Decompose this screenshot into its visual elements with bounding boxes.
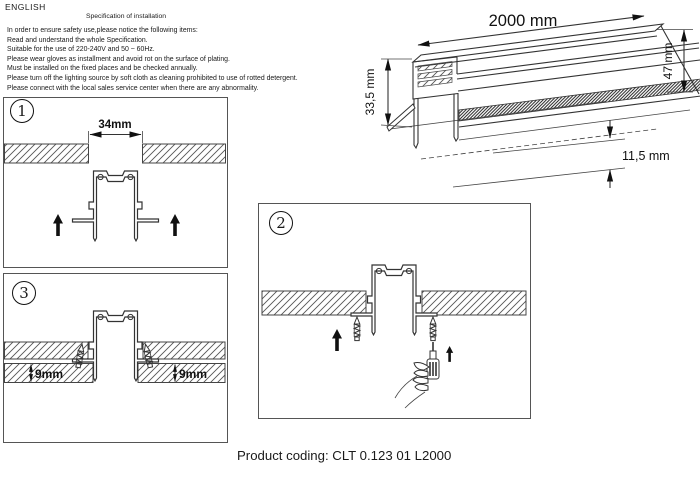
panel-dimension-left: 9mm [29,364,63,382]
instruction-list: In order to ensure safety use,please not… [7,26,298,93]
recess-depth-label: 11,5 mm [622,149,670,163]
instruction-line: Must be installed on the fixed places an… [7,65,198,73]
hand-sketch [394,362,430,409]
panel-left-label: 9mm [35,367,63,381]
insert-arrow-left [332,329,342,351]
ceiling-right [142,143,226,164]
dimension-height-total: 47 mm [656,29,693,93]
step-2-drawing [261,264,527,409]
instruction-line: In order to ensure safety use,please not… [7,27,198,34]
product-coding: Product coding: CLT 0.123 01 L2000 [237,448,452,463]
instruction-line: Please turn off the lighting source by s… [7,74,298,82]
height-total-label: 47 mm [661,43,675,80]
step-3-drawing: 9mm 9mm [4,310,226,383]
ceiling-left [4,143,89,164]
cutout-dimension [88,131,143,143]
rail-body [386,23,700,160]
step-3-diagram: 3 9mm 9mm [3,273,228,443]
track-profile [71,170,160,242]
height-front-label: 33,5 mm [363,69,377,116]
instruction-line: Read and understand the whole Specificat… [7,36,148,44]
dimension-recess-depth: 11,5 mm [452,120,670,188]
diffuser-strip [458,78,700,122]
ceiling-upper-right [142,341,226,360]
step-1-drawing: 34mm [4,119,226,242]
screw-left [353,316,361,342]
cutout-width-label: 34mm [98,119,131,131]
instruction-line: Please wear gloves as installment and av… [7,55,230,63]
product-dimension-drawing: 2000 mm 33,5 mm 47 mm 11,5 mm [363,12,700,188]
step-1-diagram: 1 34mm [3,97,228,268]
ceiling-left [261,290,367,316]
insert-arrow-right [170,214,180,236]
dimension-length: 2000 mm [417,12,645,47]
conductor-slots [417,61,453,88]
page-title: Specification of installation [85,13,167,20]
panel-right-label: 9mm [179,367,207,381]
step-3-number: 3 [12,281,36,305]
instruction-line: Suitable for the use of 220-240V and 50 … [7,46,155,54]
instruction-line: Please connect with the local sales serv… [7,84,259,92]
screw-right [429,316,437,342]
ceiling-right [421,290,527,316]
insert-arrow-left [53,214,63,236]
length-label: 2000 mm [489,12,558,30]
panel-dimension-right: 9mm [173,364,207,382]
ceiling-upper-left [4,341,89,360]
step-1-number: 1 [10,99,34,123]
language-label: ENGLISH [5,2,46,12]
screwdriver [426,342,440,380]
insert-arrow-right [446,346,454,362]
dimension-height-front: 33,5 mm [363,58,413,128]
step-2-number: 2 [269,211,293,235]
step-2-diagram: 2 [258,203,531,419]
